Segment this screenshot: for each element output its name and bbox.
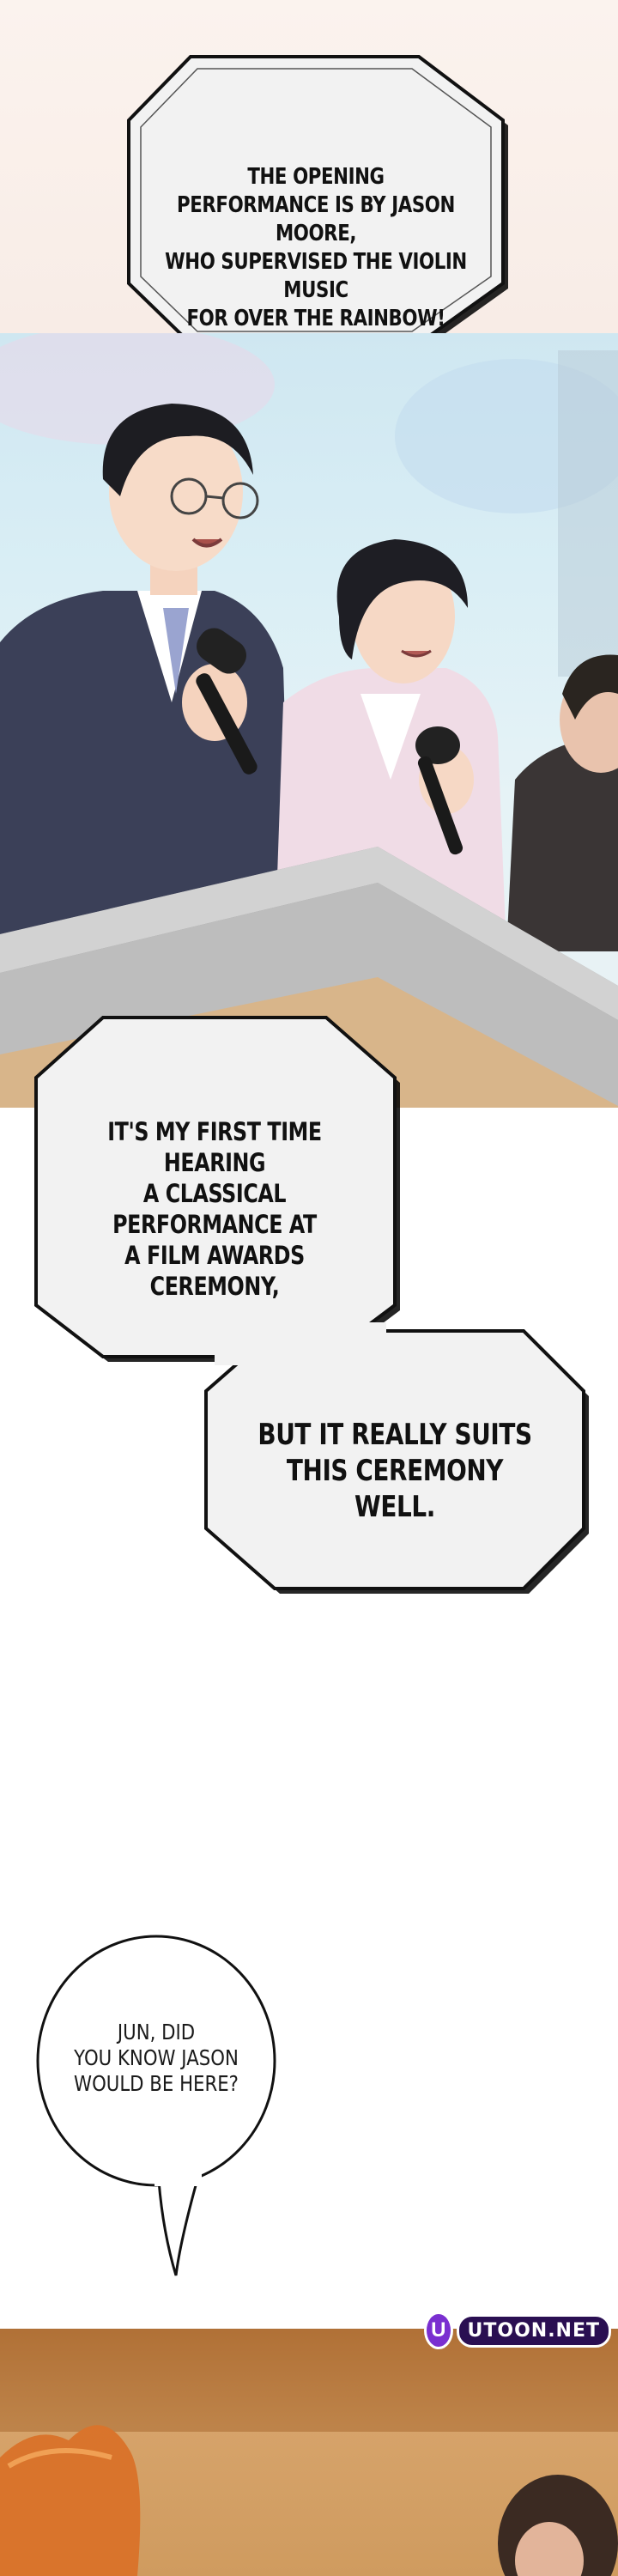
man-right-cropped (506, 654, 618, 951)
utoon-logo-text: UTOON.NET (456, 2313, 611, 2348)
bubble-1-text: THE OPENING PERFORMANCE IS BY JASON MOOR… (165, 164, 467, 331)
utoon-logo-icon: U (424, 2312, 453, 2349)
bubble-2-text: IT'S MY FIRST TIME HEARING A CLASSICAL P… (107, 1117, 322, 1301)
speech-bubble-4 (36, 1935, 276, 2276)
speech-bubble-2-3 (34, 1016, 589, 1594)
utoon-watermark: U UTOON.NET (424, 2308, 611, 2353)
bubble-4-text: JUN, DID YOU KNOW JASON WOULD BE HERE? (74, 2020, 239, 2096)
scene-illustration (0, 333, 618, 1108)
illustration-panel (0, 333, 618, 1108)
bottom-illustration-panel (0, 2329, 618, 2576)
bubble-3-text: BUT IT REALLY SUITS THIS CEREMONY WELL. (258, 1418, 532, 1524)
speech-bubble-1 (127, 55, 508, 349)
